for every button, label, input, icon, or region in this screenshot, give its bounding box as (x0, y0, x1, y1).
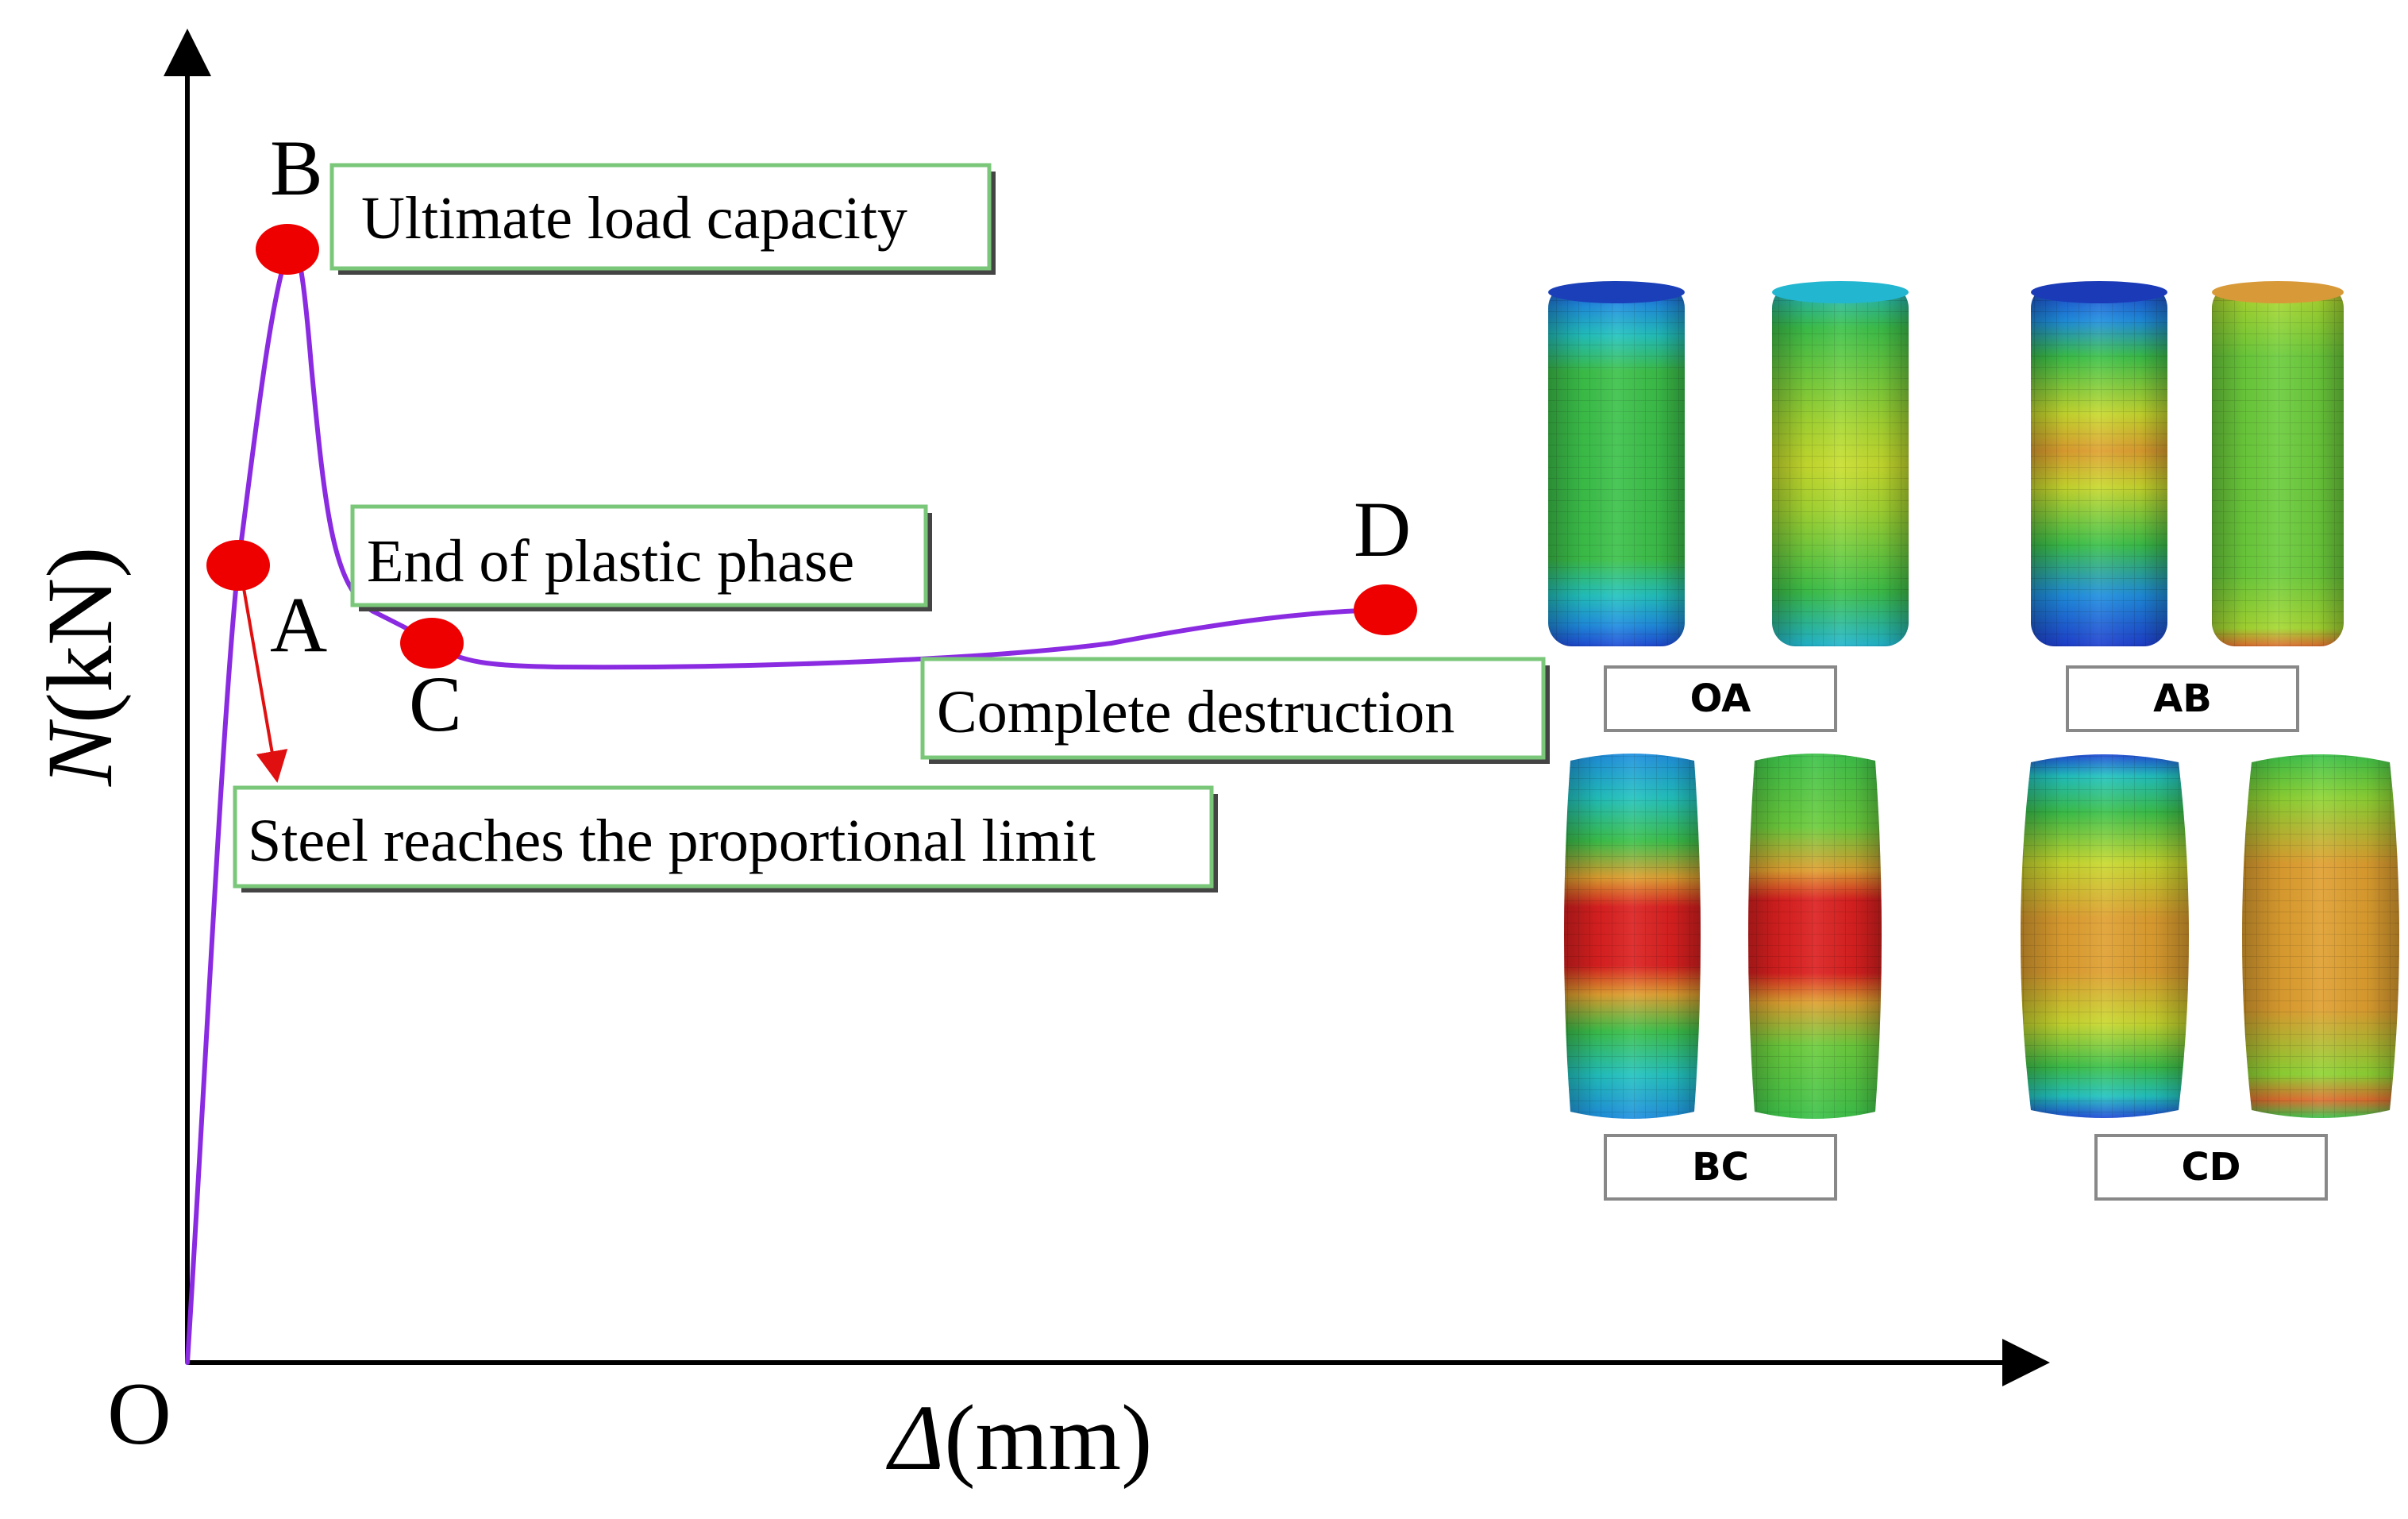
proportional-limit-arrow (238, 565, 288, 783)
fem-cylinder-cd-2 (2242, 754, 2399, 1118)
fem-cylinders (1548, 281, 2399, 1119)
annotation-plastic-end: End of plastic phase (350, 504, 932, 611)
annotation-destruction: Complete destruction (920, 657, 1550, 764)
point-a-marker (206, 540, 270, 591)
panel-label-cd: CD (2181, 1145, 2240, 1189)
annotation-destruction-text: Complete destruction (937, 679, 1454, 746)
point-d-label: D (1354, 485, 1411, 573)
point-b-label: B (270, 124, 323, 212)
panel-label-bc-box: BC (1604, 1134, 1837, 1201)
panel-label-cd-box: CD (2094, 1134, 2328, 1201)
panel-label-bc: BC (1692, 1145, 1749, 1189)
point-c-marker (400, 618, 464, 669)
panel-label-oa-box: OA (1604, 665, 1837, 732)
origin-label: O (107, 1365, 171, 1463)
point-d-marker (1354, 584, 1417, 635)
x-axis-label: Δ(mm) (886, 1386, 1152, 1490)
point-b-marker (256, 224, 319, 275)
panel-label-oa: OA (1690, 677, 1751, 721)
fem-cylinder-ab-1 (2031, 281, 2167, 646)
fem-cylinder-bc-1 (1564, 754, 1701, 1119)
fem-cylinder-oa-1 (1548, 281, 1685, 646)
y-axis-label: N(kN) (28, 546, 132, 787)
point-a-label: A (270, 580, 327, 669)
fem-cylinder-oa-2 (1772, 281, 1909, 646)
annotation-proportional: Steel reaches the proportional limit (233, 785, 1218, 893)
fem-cylinder-ab-2 (2212, 281, 2344, 646)
fem-cylinder-cd-1 (2021, 754, 2189, 1118)
annotation-ultimate-text: Ultimate load capacity (361, 185, 907, 252)
fem-cylinder-bc-2 (1748, 754, 1882, 1119)
point-c-label: C (409, 660, 462, 748)
load-displacement-curve (185, 246, 1388, 1365)
panel-label-ab-box: AB (2066, 665, 2299, 732)
panel-label-ab: AB (2153, 677, 2212, 721)
annotation-ultimate: Ultimate load capacity (329, 163, 996, 275)
annotation-proportional-text: Steel reaches the proportional limit (248, 808, 1096, 874)
annotation-plastic-end-text: End of plastic phase (367, 528, 854, 595)
